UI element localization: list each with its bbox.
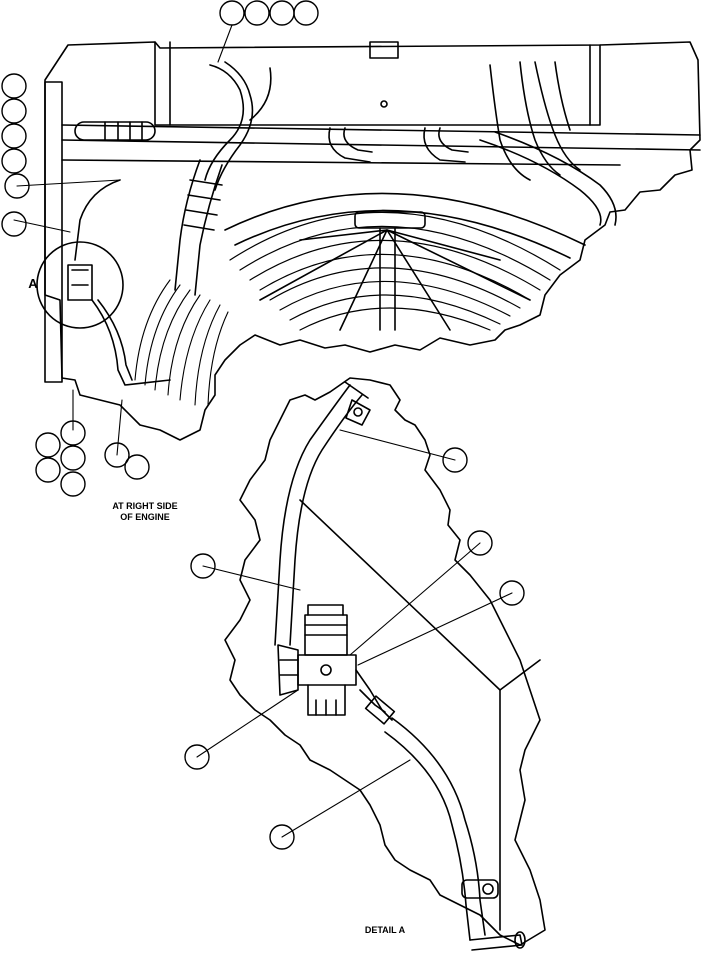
callout-balloon (269, 0, 295, 26)
view-location-label: AT RIGHT SIDE OF ENGINE (95, 501, 195, 523)
callout-balloon (60, 445, 86, 471)
callout-balloon (60, 471, 86, 497)
detail-a-label: DETAIL A (364, 925, 406, 935)
callout-balloon (293, 0, 319, 26)
leader-lines (13, 24, 513, 838)
callout-balloon (60, 420, 86, 446)
callout-balloon (124, 454, 150, 480)
callout-balloon (467, 530, 493, 556)
view-location-line2: OF ENGINE (120, 512, 170, 522)
callout-balloon (35, 432, 61, 458)
callout-balloon (184, 744, 210, 770)
detail-callout-letter: A (28, 276, 38, 291)
callout-balloon (190, 553, 216, 579)
callout-balloon (442, 447, 468, 473)
callout-balloon (269, 824, 295, 850)
callout-balloon (1, 211, 27, 237)
callout-balloon (219, 0, 245, 26)
callout-balloon (499, 580, 525, 606)
callout-balloon (244, 0, 270, 26)
callout-balloon (1, 73, 27, 99)
view-location-line1: AT RIGHT SIDE (112, 501, 178, 511)
callout-balloon (1, 98, 27, 124)
callout-balloon (4, 173, 30, 199)
callout-balloon (1, 148, 27, 174)
detail-a-assembly (224, 377, 546, 951)
callout-balloon (1, 123, 27, 149)
callout-balloon (35, 457, 61, 483)
callout-balloons (1, 0, 525, 850)
engine-assembly (36, 41, 701, 441)
callout-balloon (104, 442, 130, 468)
